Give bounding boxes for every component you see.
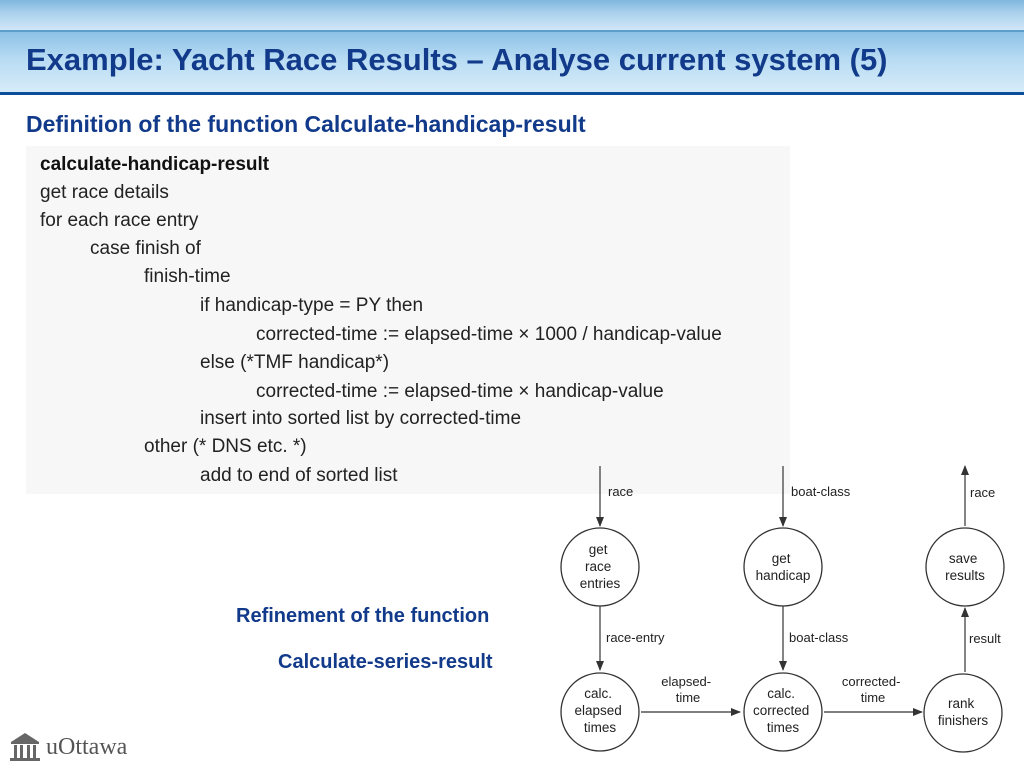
code-line: add to end of sorted list bbox=[200, 465, 398, 486]
process-get-race-entries bbox=[560, 527, 640, 607]
process-get-handicap bbox=[743, 527, 823, 607]
code-line: other (* DNS etc. *) bbox=[144, 436, 307, 457]
flow-label-corrected-time: corrected- time bbox=[842, 674, 904, 705]
code-line-function-name: calculate-handicap-result bbox=[40, 154, 270, 175]
title-underline bbox=[0, 92, 1024, 95]
process-save-results bbox=[925, 527, 1005, 607]
code-line: get race details bbox=[40, 182, 169, 203]
process-calc-corrected-times bbox=[743, 672, 823, 752]
code-line: case finish of bbox=[90, 238, 201, 259]
code-line: if handicap-type = PY then bbox=[200, 295, 424, 316]
code-line: for each race entry bbox=[40, 210, 199, 231]
slide-title: Example: Yacht Race Results – Analyse cu… bbox=[26, 42, 888, 77]
code-line: finish-time bbox=[144, 266, 231, 287]
code-line: else (*TMF handicap*) bbox=[200, 352, 390, 373]
university-building-icon bbox=[10, 733, 40, 761]
code-line: insert into sorted list by corrected-tim… bbox=[200, 408, 522, 429]
slide-subtitle: Definition of the function Calculate-han… bbox=[26, 111, 586, 137]
refinement-label-line1: Refinement of the function bbox=[236, 605, 490, 627]
flow-label-result: result bbox=[969, 631, 1001, 646]
refinement-label-line2: Calculate-series-result bbox=[278, 651, 493, 673]
flow-label-race-in: race bbox=[608, 484, 633, 499]
process-rank-finishers-label: rank finishers bbox=[938, 696, 989, 728]
code-line: corrected-time := elapsed-time × 1000 / … bbox=[256, 324, 722, 345]
process-get-race-entries-label: get race entries bbox=[580, 542, 621, 591]
process-save-results-label: save results bbox=[945, 551, 985, 583]
logo-text: uOttawa bbox=[46, 734, 128, 760]
process-calc-elapsed-times-label: calc. elapsed times bbox=[574, 686, 625, 735]
process-calc-elapsed-times bbox=[560, 672, 640, 752]
flow-label-boat-class: boat-class bbox=[789, 630, 849, 645]
top-water-band bbox=[0, 0, 1024, 30]
flow-label-race-out: race bbox=[970, 485, 995, 500]
process-rank-finishers bbox=[923, 673, 1003, 753]
flow-label-elapsed-time: elapsed- time bbox=[661, 674, 715, 705]
uottawa-logo: uOttawa bbox=[8, 730, 138, 764]
code-line: corrected-time := elapsed-time × handica… bbox=[256, 381, 664, 402]
flow-label-race-entry: race-entry bbox=[606, 630, 665, 645]
process-get-handicap-label: get handicap bbox=[756, 551, 811, 583]
flow-label-boat-class-in: boat-class bbox=[791, 484, 851, 499]
pseudocode-panel: calculate-handicap-result get race detai… bbox=[26, 146, 790, 494]
process-calc-corrected-times-label: calc. corrected times bbox=[753, 686, 813, 735]
title-bar bbox=[0, 30, 1024, 94]
